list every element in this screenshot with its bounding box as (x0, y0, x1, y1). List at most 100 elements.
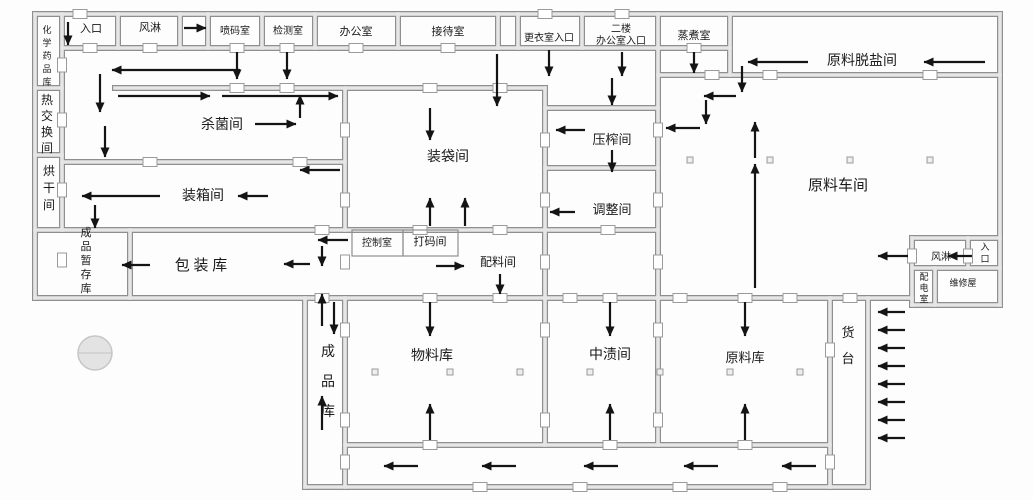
room-label-entrance-top: 入口 (80, 23, 102, 35)
label-char: 库 (321, 404, 335, 420)
door-symbol (602, 440, 618, 450)
door-symbol (772, 482, 788, 492)
room-label-steaming-room: 蒸煮室 (678, 28, 711, 42)
door-symbol (737, 293, 753, 303)
column-marker (656, 368, 664, 376)
door-symbol (602, 293, 618, 303)
door-symbol (614, 9, 630, 19)
door-symbol (672, 482, 688, 492)
door-symbol (540, 412, 550, 428)
door-symbol (422, 293, 438, 303)
door-symbol (686, 43, 702, 53)
door-symbol (72, 9, 88, 19)
door-symbol (672, 293, 688, 303)
door-symbol (537, 9, 553, 19)
room-label-testing-room: 检测室 (273, 24, 303, 37)
door-symbol (422, 83, 438, 93)
room-label-second-floor-office-entrance: 二楼办公室入口 (596, 22, 646, 47)
room-label-office: 办公室 (340, 24, 373, 38)
label-char: 配 (919, 272, 928, 282)
door-symbol (340, 254, 350, 270)
door-symbol (540, 322, 550, 338)
label-char: 成 (321, 344, 335, 360)
room-label-material-storage: 物料库 (411, 348, 453, 364)
door-symbol (540, 254, 550, 270)
room-outline (402, 229, 459, 257)
room-label-drying-room: 烘干间 (43, 164, 55, 212)
room-label-finished-temp-storage: 成品暂存库 (81, 226, 92, 295)
room-label-bagging-room: 装袋间 (427, 149, 469, 165)
label-char: 室 (919, 293, 928, 304)
room-label-boxing-room: 装箱间 (182, 188, 224, 204)
door-symbol (82, 43, 98, 53)
door-symbol (472, 482, 488, 492)
door-symbol (57, 252, 67, 268)
room-label-air-shower-right: 风淋 (931, 250, 951, 263)
doors-layer (57, 9, 973, 492)
door-symbol (340, 412, 350, 428)
decor-layer (77, 156, 934, 376)
label-char: 存 (81, 267, 92, 281)
door-symbol (842, 293, 858, 303)
label-char: 成 (81, 226, 92, 239)
door-symbol (229, 83, 245, 93)
label-char: 学 (42, 37, 51, 48)
label-char: 品 (42, 64, 51, 74)
door-symbol (57, 112, 67, 128)
label-char: 品 (321, 375, 335, 390)
room-label-chemical-storage: 化学药品库 (42, 24, 51, 87)
label-char: 换 (41, 125, 53, 139)
label-char: 暂 (81, 254, 92, 267)
door-symbol (340, 192, 350, 208)
room-labels-layer: 化学药品库热交换间烘干间成品暂存库入口风淋喷码室检测室办公室接待室更衣室入口二楼… (41, 21, 990, 420)
door-symbol (653, 412, 663, 428)
door-symbol (348, 43, 364, 53)
door-symbol (653, 192, 663, 208)
door-symbol (653, 322, 663, 338)
door-symbol (562, 293, 578, 303)
room-label-finished-goods-storage: 成品库 (321, 344, 335, 420)
door-symbol (279, 43, 295, 53)
label-char: 品 (81, 240, 92, 253)
column-marker (926, 156, 934, 164)
label-char: 间 (41, 141, 53, 155)
door-symbol (825, 342, 835, 358)
room-label-adjustment-room: 调整间 (592, 202, 631, 217)
label-char: 口 (980, 254, 989, 264)
label-line: 办公室入口 (596, 34, 646, 47)
door-symbol (57, 182, 67, 198)
door-symbol (440, 43, 456, 53)
door-symbol (922, 70, 938, 80)
column-marker (766, 156, 774, 164)
room-label-code-spray-room: 喷码室 (220, 24, 250, 37)
door-symbol (572, 482, 588, 492)
door-symbol (653, 254, 663, 270)
label-char: 热 (41, 93, 53, 107)
column-marker (726, 368, 734, 376)
room-label-mid-pickling-room: 中渍间 (589, 347, 631, 363)
label-line: 二楼 (611, 22, 631, 35)
room-label-desalination-room: 原料脱盐间 (827, 53, 897, 69)
door-symbol (492, 225, 508, 235)
door-symbol (540, 132, 550, 148)
room-label-ingredient-room: 配料间 (480, 255, 516, 269)
room-label-power-distribution-room: 配电室 (919, 272, 928, 304)
room-label-air-shower-top: 风淋 (139, 21, 161, 34)
label-char: 入 (980, 242, 989, 252)
room-label-pressing-room: 压榨间 (592, 132, 631, 147)
door-symbol (142, 43, 158, 53)
door-symbol (737, 440, 753, 450)
label-char: 交 (41, 108, 53, 123)
room-label-raw-material-storage: 原料库 (725, 350, 764, 365)
door-symbol (57, 57, 67, 73)
door-symbol (292, 157, 308, 167)
door-symbol (492, 293, 508, 303)
column-marker (516, 368, 524, 376)
door-symbol (279, 83, 295, 93)
door-symbol (704, 70, 720, 80)
room-label-maintenance-room: 维修屋 (949, 277, 976, 288)
door-symbol (762, 70, 778, 80)
door-symbol (340, 454, 350, 470)
room-label-reception-room: 接待室 (432, 24, 465, 38)
